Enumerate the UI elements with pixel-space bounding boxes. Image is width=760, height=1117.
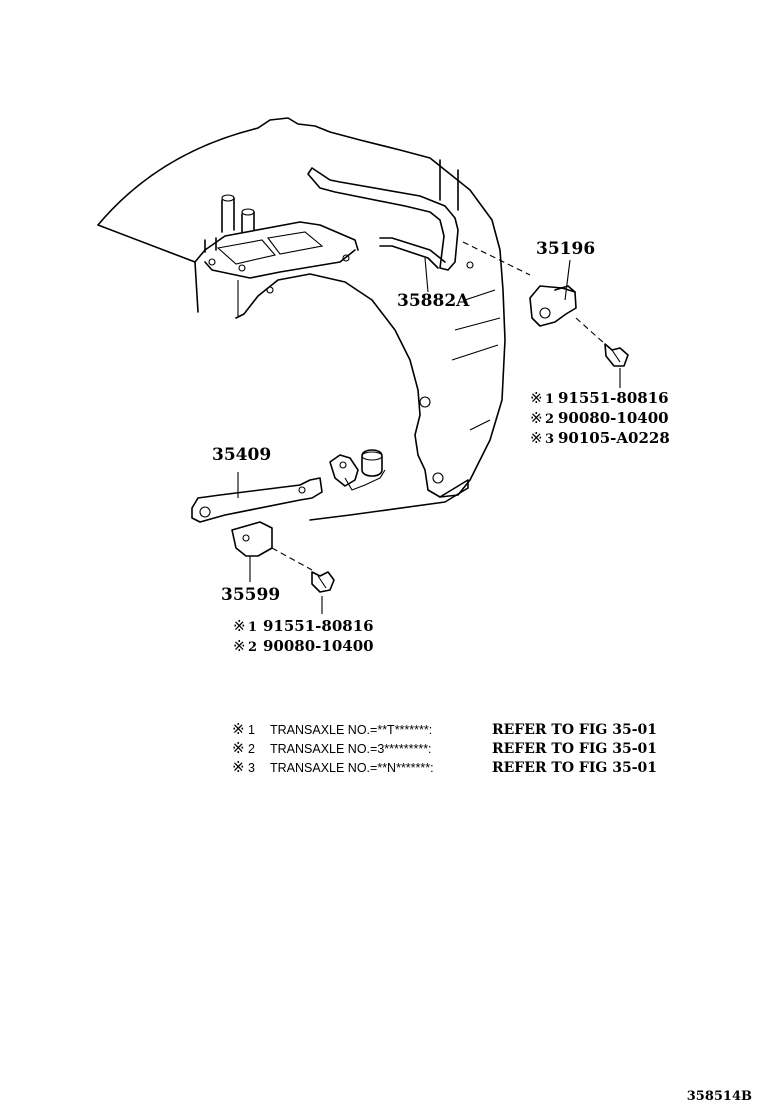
- ref-mark: ※: [233, 637, 246, 655]
- transaxle-housing: [97, 117, 506, 521]
- ref-mark: ※: [530, 409, 543, 427]
- note-num: 2: [248, 742, 255, 756]
- note-refer: REFER TO FIG 35-01: [492, 741, 657, 757]
- sensor-bracket-35196: [462, 241, 606, 345]
- ref-mark: ※: [530, 389, 543, 407]
- note-text: TRANSAXLE NO.=**N*******:: [270, 761, 434, 775]
- note-mark: ※: [232, 720, 245, 738]
- ref-num: 2: [545, 412, 554, 427]
- note-text: TRANSAXLE NO.=**T*******:: [270, 723, 432, 737]
- breather-tube-35882A: [307, 167, 459, 293]
- note-num: 1: [248, 723, 255, 737]
- ref-num: 2: [248, 640, 257, 655]
- ref-num: 3: [545, 432, 554, 447]
- callout-35599: 35599: [221, 585, 280, 605]
- ref-part: 90080-10400: [263, 637, 374, 655]
- bolt-lower: [311, 571, 335, 614]
- callout-35409: 35409: [212, 445, 271, 465]
- figure-code: 358514B: [687, 1089, 752, 1104]
- ref-part: 90080-10400: [558, 409, 669, 427]
- notes: ※ 1 TRANSAXLE NO.=**T*******: REFER TO F…: [232, 720, 657, 776]
- callout-35196: 35196: [536, 239, 595, 259]
- ref-part: 91551-80816: [558, 389, 669, 407]
- note-mark: ※: [232, 758, 245, 776]
- lower-bolt-refs: ※ 1 91551-80816 ※ 2 90080-10400: [233, 617, 374, 655]
- lever-35409: [191, 449, 386, 523]
- note-text: TRANSAXLE NO.=3*********:: [270, 742, 432, 756]
- ref-num: 1: [545, 392, 554, 407]
- callout-35882A: 35882A: [397, 291, 470, 311]
- note-num: 3: [248, 761, 255, 775]
- bracket-35599: [231, 521, 313, 582]
- ref-mark: ※: [233, 617, 246, 635]
- ref-mark: ※: [530, 429, 543, 447]
- bolt-upper: [604, 343, 629, 388]
- note-refer: REFER TO FIG 35-01: [492, 760, 657, 776]
- upper-bolt-refs: ※ 1 91551-80816 ※ 2 90080-10400 ※ 3 9010…: [530, 389, 670, 447]
- ref-part: 90105-A0228: [558, 429, 670, 447]
- note-mark: ※: [232, 739, 245, 757]
- note-refer: REFER TO FIG 35-01: [492, 722, 657, 738]
- ref-num: 1: [248, 620, 257, 635]
- ref-part: 91551-80816: [263, 617, 374, 635]
